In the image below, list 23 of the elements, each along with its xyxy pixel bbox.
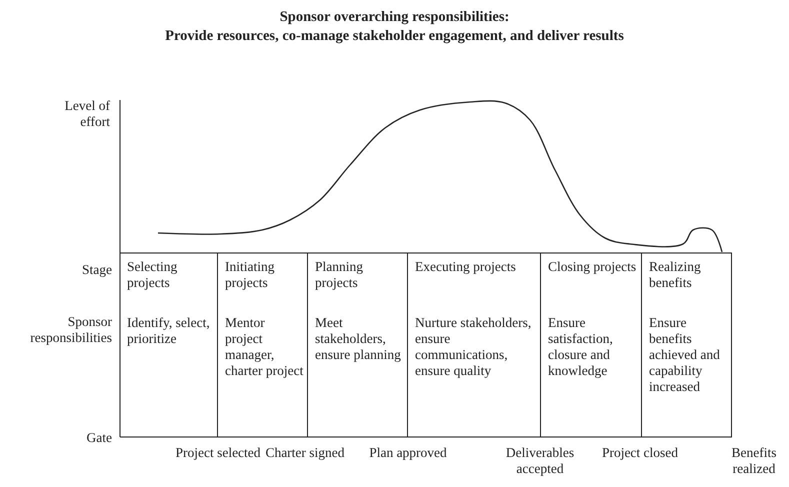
row-label: Sponsor responsibilities <box>29 314 112 346</box>
subtitle: Provide resources, co-manage stakeholder engagement, and deliver results <box>164 28 625 44</box>
gate-label: Project selected <box>174 445 262 461</box>
gate-label: Deliverables accepted <box>504 445 576 477</box>
stage-name: Closing projects <box>548 259 638 275</box>
stage-name: Executing projects <box>415 259 517 275</box>
gate-label: Benefits realized <box>730 445 778 477</box>
axis-label: Level of effort <box>64 98 110 130</box>
responsibility-text: Identify, select, prioritize <box>127 315 211 347</box>
stage-name: Initiating projects <box>225 259 276 291</box>
title: Sponsor overarching responsibilities: <box>278 9 510 25</box>
responsibility-text: Ensure benefits achieved and capability increased <box>649 315 721 395</box>
stage-name: Selecting projects <box>127 259 178 291</box>
stage-name: Planning projects <box>315 259 364 291</box>
gate-label: Plan approved <box>368 445 448 461</box>
gate-label: Project closed <box>600 445 680 461</box>
stage-name: Realizing benefits <box>649 259 702 291</box>
row-label: Stage <box>81 262 112 278</box>
responsibility-text: Nurture stakeholders, ensure communications, ensure quality <box>415 315 532 379</box>
row-label: Gate <box>86 430 112 446</box>
responsibility-text: Mentor project manager, charter project <box>225 315 304 379</box>
responsibility-text: Meet stakeholders, ensure planning <box>315 315 402 363</box>
responsibility-text: Ensure satisfaction, closure and knowledge <box>548 315 614 379</box>
